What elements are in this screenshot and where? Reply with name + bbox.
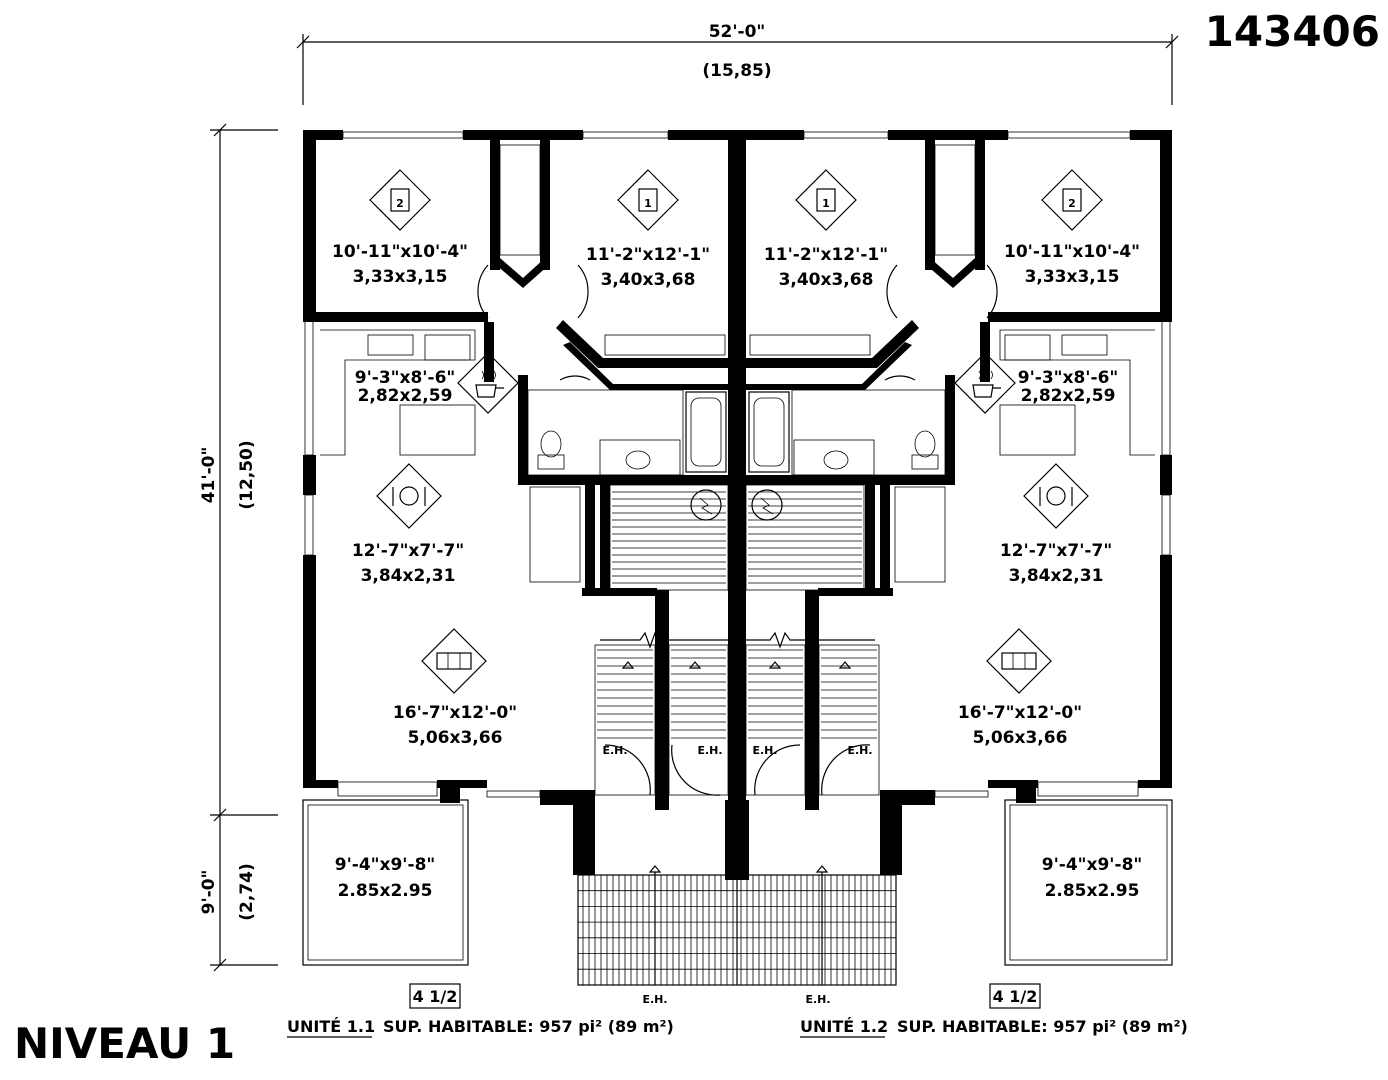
overall-width-metric: (15,85) <box>702 61 771 81</box>
dimension-lines <box>210 34 1179 972</box>
unit-footer: 4 1/2 4 1/2 UNITÉ 1.1 SUP. HABITABLE: 95… <box>287 983 1188 1038</box>
room-dim-u1-bed1: 11'-2"x12'-1" <box>586 245 710 265</box>
entry-stairs <box>577 865 897 986</box>
svg-text:2: 2 <box>1068 197 1076 210</box>
room-metric-u2-porch: 2.85x2.95 <box>1045 881 1140 901</box>
porch-depth-metric: (2,74) <box>237 863 257 920</box>
dining-icon <box>376 463 442 529</box>
overall-width-imperial: 52'-0" <box>709 22 766 42</box>
room-metric-u2-living: 5,06x3,66 <box>973 728 1068 748</box>
windows <box>304 131 1171 798</box>
room-dim-u1-bed2: 10'-11"x10'-4" <box>332 242 468 262</box>
room-dim-u2-kitchen: 9'-3"x8'-6" <box>1018 368 1119 388</box>
eh-label: E.H. <box>752 744 777 757</box>
doors <box>477 264 998 796</box>
room-metric-u2-bed2: 3,33x3,15 <box>1025 267 1120 287</box>
room-metric-u2-kitchen: 2,82x2,59 <box>1021 386 1116 406</box>
interior-stairs <box>594 484 880 796</box>
room-metric-u2-bed1: 3,40x3,68 <box>779 270 874 290</box>
room-dim-u2-bed1: 11'-2"x12'-1" <box>764 245 888 265</box>
unit-1-area: SUP. HABITABLE: 957 pi² (89 m²) <box>383 1017 674 1036</box>
dining-icon <box>1023 463 1089 529</box>
unit-2-area: SUP. HABITABLE: 957 pi² (89 m²) <box>897 1017 1188 1036</box>
room-dim-u2-porch: 9'-4"x9'-8" <box>1042 855 1143 875</box>
svg-text:1: 1 <box>822 197 830 210</box>
fixtures <box>320 144 1155 583</box>
porch-depth-imperial: 9'-0" <box>199 870 219 915</box>
living-icon <box>421 628 487 694</box>
room-metric-u1-living: 5,06x3,66 <box>408 728 503 748</box>
room-dim-u1-living: 16'-7"x12'-0" <box>393 703 517 723</box>
room-metric-u1-kitchen: 2,82x2,59 <box>358 386 453 406</box>
bedroom-2-icon: 2 <box>1041 169 1103 231</box>
room-dim-u1-kitchen: 9'-3"x8'-6" <box>355 368 456 388</box>
room-dim-u2-bed2: 10'-11"x10'-4" <box>1004 242 1140 262</box>
eh-label: E.H. <box>697 744 722 757</box>
unit-2-name: UNITÉ 1.2 <box>800 1017 888 1036</box>
eh-label: E.H. <box>847 744 872 757</box>
room-metric-u2-dining: 3,84x2,31 <box>1009 566 1104 586</box>
eh-label: E.H. <box>602 744 627 757</box>
eh-label: E.H. <box>805 993 830 1006</box>
balconies <box>302 781 1173 966</box>
level-title: NIVEAU 1 <box>14 1019 235 1068</box>
plan-number: 143406 <box>1205 7 1380 56</box>
bedroom-1-icon: 1 <box>617 169 679 231</box>
bedroom-1-icon: 1 <box>795 169 857 231</box>
room-metric-u1-porch: 2.85x2.95 <box>338 881 433 901</box>
room-labels: 10'-11"x10'-4" 3,33x3,15 11'-2"x12'-1" 3… <box>332 242 1142 1006</box>
room-dim-u1-porch: 9'-4"x9'-8" <box>335 855 436 875</box>
room-dim-u1-dining: 12'-7"x7'-7" <box>352 541 464 561</box>
room-metric-u1-bed1: 3,40x3,68 <box>601 270 696 290</box>
svg-text:2: 2 <box>396 197 404 210</box>
room-metric-u1-dining: 3,84x2,31 <box>361 566 456 586</box>
kitchen-icon <box>457 352 519 414</box>
svg-text:1: 1 <box>644 197 652 210</box>
unit-2-type-badge: 4 1/2 <box>993 987 1038 1006</box>
main-depth-metric: (12,50) <box>237 440 257 509</box>
kitchen-icon <box>954 352 1016 414</box>
eh-label: E.H. <box>642 993 667 1006</box>
unit-1-type-badge: 4 1/2 <box>413 987 458 1006</box>
room-dim-u2-living: 16'-7"x12'-0" <box>958 703 1082 723</box>
room-dim-u2-dining: 12'-7"x7'-7" <box>1000 541 1112 561</box>
living-icon <box>986 628 1052 694</box>
bedroom-2-icon: 2 <box>369 169 431 231</box>
walls <box>303 130 1172 880</box>
room-metric-u1-bed2: 3,33x3,15 <box>353 267 448 287</box>
main-depth-imperial: 41'-0" <box>199 447 219 504</box>
unit-1-name: UNITÉ 1.1 <box>287 1017 375 1036</box>
